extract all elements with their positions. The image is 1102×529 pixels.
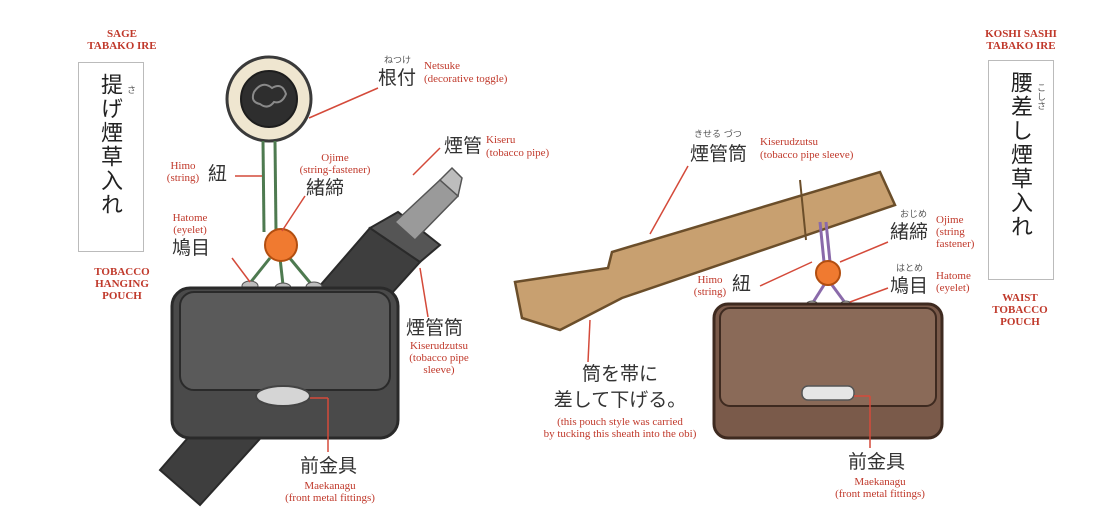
left-kiserudzutsu-en-block: Kiserudzutsu (tobacco pipe sleeve) — [396, 340, 482, 376]
right-maekanagu-en: Maekanagu — [854, 476, 906, 488]
left-ojime-en-sub: (string-fastener) — [299, 164, 371, 176]
left-kiserudzutsu-jp: 煙管筒 — [406, 317, 464, 339]
right-footer-line-3: POUCH — [1000, 316, 1040, 328]
left-maekanagu-fitting — [255, 385, 311, 407]
right-footer-label: WAIST TOBACCO POUCH — [978, 292, 1062, 328]
left-footer-label: TOBACCO HANGING POUCH — [80, 266, 164, 302]
left-footer-line-2: HANGING — [95, 278, 149, 290]
left-ojime-bead — [264, 228, 298, 262]
netsuke-ruby: ねつけ — [384, 56, 412, 66]
right-ojime-bead — [815, 260, 841, 286]
left-maekanagu-en-block: Maekanagu (front metal fittings) — [268, 480, 392, 504]
left-header-line-2: TABAKO IRE — [87, 40, 157, 52]
left-header-label: SAGE TABAKO IRE — [82, 28, 162, 52]
caption-jp-line-2: 差して下げる。 — [553, 389, 687, 411]
left-hatome-en-block: Hatome (eyelet) — [160, 212, 220, 236]
left-footer-line-1: TOBACCO — [94, 266, 150, 278]
caption-jp-line-1: 筒を帯に — [581, 363, 658, 385]
right-maekanagu-en-block: Maekanagu (front metal fittings) — [818, 476, 942, 500]
left-header-line-1: SAGE — [107, 28, 137, 40]
left-maekanagu-en-sub: (front metal fittings) — [285, 492, 375, 504]
left-kiseru-pipe — [393, 166, 463, 242]
left-netsuke — [225, 55, 313, 143]
left-vertical-ruby: さ — [125, 85, 135, 94]
right-footer-line-2: TOBACCO — [992, 304, 1048, 316]
left-pouch — [170, 286, 400, 440]
right-himo-en-block: Himo (string) — [690, 274, 730, 298]
right-ojime-en-block: Ojime (string fastener) — [936, 214, 974, 250]
right-pipe-sleeve — [513, 170, 897, 332]
left-himo-jp: 紐 — [208, 163, 228, 185]
right-ojime-en-sub1: (string — [936, 226, 965, 238]
right-ojime-en-sub2: fastener) — [936, 238, 975, 250]
right-hatome-en: Hatome — [936, 270, 971, 282]
obi-caption: 筒を帯に 差して下げる。 (this pouch style was carri… — [500, 364, 740, 440]
right-hatome-en-sub: (eyelet) — [936, 282, 970, 294]
netsuke-en-sub: (decorative toggle) — [424, 73, 508, 85]
left-hatome-en: Hatome — [172, 212, 208, 224]
right-header-line-1: KOSHI SASHI — [985, 28, 1057, 40]
left-ojime-en-block: Ojime (string-fastener) — [290, 152, 380, 176]
right-footer-line-1: WAIST — [1002, 292, 1038, 304]
kiseru-en: Kiseru — [486, 134, 516, 146]
leader-lines — [231, 87, 889, 452]
right-himo-jp: 紐 — [732, 273, 752, 295]
left-ojime-en: Ojime — [321, 152, 349, 164]
right-vertical-title: 腰差し煙草入れ — [1007, 71, 1032, 239]
left-kiserudzutsu-en-sub2: sleeve) — [423, 364, 455, 376]
right-header-label: KOSHI SASHI TABAKO IRE — [968, 28, 1074, 52]
right-maekanagu-en-sub: (front metal fittings) — [835, 488, 925, 500]
left-kiserudzutsu-en-sub1: (tobacco pipe — [409, 352, 469, 364]
right-maekanagu-jp: 前金具 — [848, 451, 906, 473]
right-himo-en: Himo — [697, 274, 723, 286]
right-ojime-jp: 緒締 — [890, 221, 929, 243]
right-ojime-en: Ojime — [936, 214, 964, 226]
left-himo-en-block: Himo (string) — [160, 160, 206, 184]
right-hatome-jp: 鳩目 — [890, 275, 929, 297]
left-hatome-jp: 鳩目 — [172, 237, 211, 259]
left-himo-en-sub: (string) — [166, 172, 200, 184]
left-ojime-jp: 緒締 — [306, 177, 345, 199]
caption-en-line-1: (this pouch style was carried — [557, 416, 683, 428]
right-kiserudzutsu-en: Kiserudzutsu — [760, 136, 819, 148]
left-kiserudzutsu-en: Kiserudzutsu — [409, 340, 469, 352]
right-vertical-ruby: こしさ — [1035, 83, 1045, 110]
left-himo-en: Himo — [170, 160, 196, 172]
left-footer-line-3: POUCH — [102, 290, 142, 302]
caption-en-line-2: by tucking this sheath into the obi) — [543, 428, 697, 440]
netsuke-en: Netsuke — [424, 60, 461, 72]
right-kiserudzutsu-ruby: きせる づつ — [694, 130, 742, 140]
right-hatome-en-block: Hatome (eyelet) — [936, 270, 971, 294]
left-vertical-title: 提げ煙草入れ — [97, 73, 122, 217]
right-himo-en-sub: (string) — [693, 286, 727, 298]
right-vertical-title-box: 腰差し煙草入れ こしさ — [988, 60, 1054, 280]
right-kiserudzutsu-en-sub: (tobacco pipe sleeve) — [760, 149, 854, 161]
right-pouch — [712, 302, 944, 440]
left-vertical-title-box: 提げ煙草入れ さ — [78, 62, 144, 252]
left-maekanagu-en: Maekanagu — [304, 480, 356, 492]
right-kiserudzutsu-jp: 煙管筒 — [690, 143, 748, 165]
right-maekanagu-fitting — [801, 385, 855, 401]
netsuke-jp: 根付 — [378, 67, 417, 89]
kiseru-jp: 煙管 — [444, 135, 483, 157]
kiseru-en-sub: (tobacco pipe) — [486, 147, 550, 159]
left-maekanagu-jp: 前金具 — [300, 455, 358, 477]
left-hatome-en-sub: (eyelet) — [173, 224, 207, 236]
right-hatome-ruby: はとめ — [896, 264, 924, 274]
right-ojime-ruby: おじめ — [900, 210, 928, 220]
left-himo-string — [248, 140, 314, 286]
right-header-line-2: TABAKO IRE — [986, 40, 1056, 52]
